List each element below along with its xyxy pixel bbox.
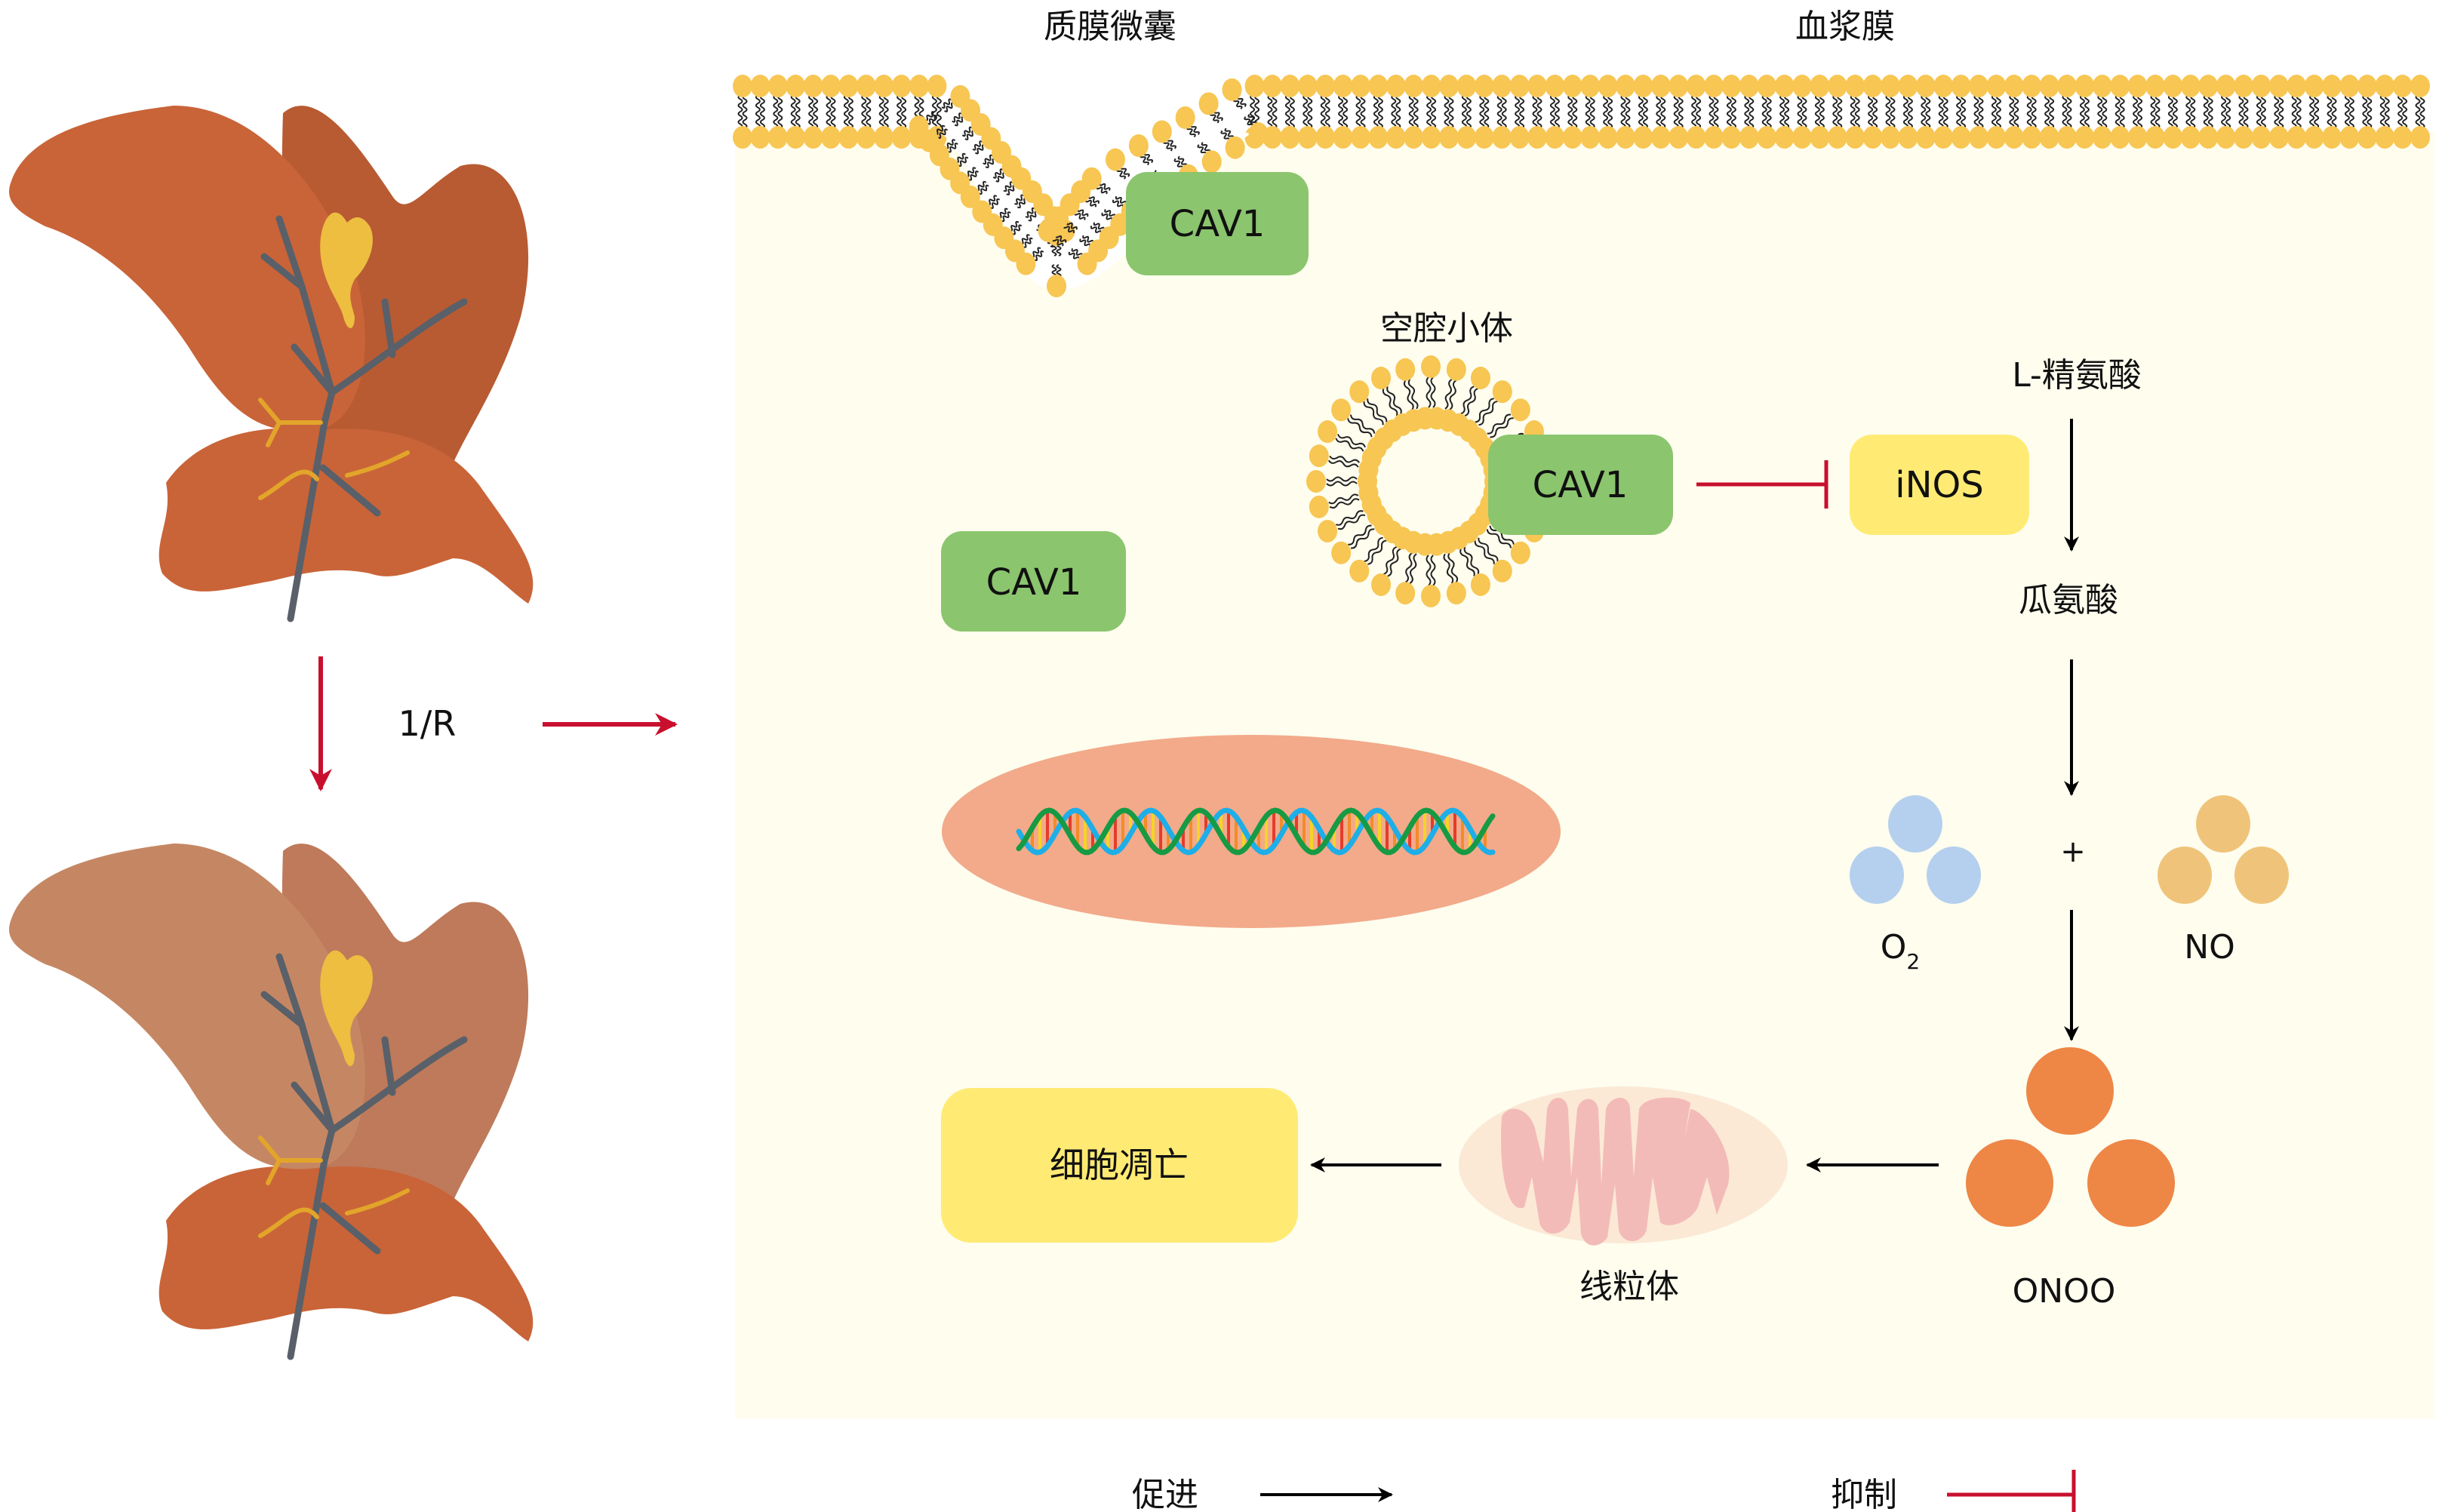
legend-promote-label: 促进: [1132, 1476, 1198, 1512]
plasma-membrane-label: 血浆膜: [1795, 8, 1895, 46]
apoptosis-box: 细胞凋亡: [941, 1088, 1298, 1243]
svg-text:CAV1: CAV1: [1170, 203, 1266, 245]
no-molecule: [2158, 795, 2289, 904]
dna-helix-icon: [1016, 807, 1496, 856]
onoo-label: ONOO: [2013, 1272, 2116, 1311]
svg-text:CAV1: CAV1: [986, 561, 1082, 604]
cav1-vesicle-box: CAV1: [1488, 435, 1673, 535]
caveolae-label: 质膜微囊: [1044, 8, 1176, 46]
inhibition-arrow: [1696, 460, 1828, 509]
onoo-molecule: [1966, 1047, 2175, 1227]
svg-text:CAV1: CAV1: [1533, 464, 1629, 506]
inos-box: iNOS: [1850, 435, 2029, 535]
o2-label: O2: [1881, 928, 1920, 974]
plasma-membrane: [733, 75, 2430, 149]
l-arginine-label: L-精氨酸: [2012, 356, 2142, 395]
svg-text:iNOS: iNOS: [1895, 464, 1984, 506]
plus-sign: +: [2060, 834, 2086, 869]
legend-inhibit-symbol: [1947, 1470, 2076, 1512]
injured-liver-icon: [9, 844, 534, 1360]
ir-label: 1/R: [398, 703, 457, 744]
cav1-cytoplasm-box: CAV1: [941, 531, 1126, 632]
caveosome-label: 空腔小体: [1380, 309, 1513, 348]
mitochondria-label: 线粒体: [1579, 1268, 1679, 1306]
legend-inhibit-label: 抑制: [1831, 1476, 1897, 1512]
mitochondrion-icon: [1459, 1086, 1788, 1246]
healthy-liver-icon: [9, 106, 534, 622]
o2-molecule: [1850, 795, 1981, 904]
nucleus: [942, 735, 1561, 928]
legend: 促进 抑制: [1132, 1470, 2076, 1512]
cav1-membrane-box: CAV1: [1126, 172, 1309, 275]
no-label: NO: [2184, 928, 2235, 967]
svg-text:细胞凋亡: 细胞凋亡: [1050, 1145, 1189, 1185]
citrulline-label: 瓜氨酸: [2019, 581, 2118, 619]
